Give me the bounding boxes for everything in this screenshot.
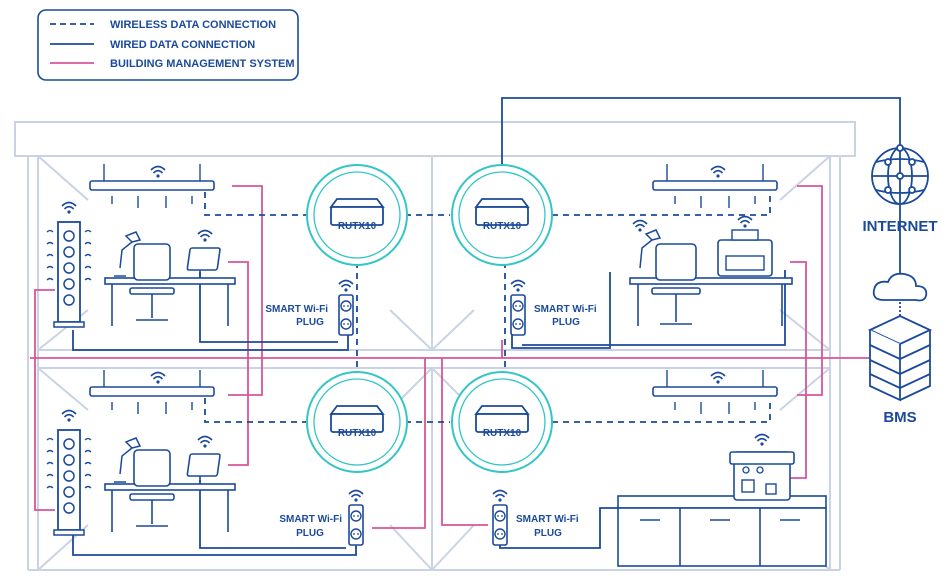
desk-bottom-left bbox=[104, 435, 236, 533]
bms-wiring bbox=[30, 185, 870, 529]
router-bottom-left: RUTX10 bbox=[306, 371, 408, 473]
plug-label-line2: PLUG bbox=[296, 317, 324, 328]
router-label: RUTX10 bbox=[483, 221, 522, 232]
desk-top-right bbox=[629, 215, 793, 326]
ceiling-lamp-top-left bbox=[89, 163, 215, 209]
coffee-machine bbox=[729, 433, 795, 501]
desk-top-left bbox=[104, 229, 236, 327]
internet-label: INTERNET bbox=[863, 218, 938, 235]
bms-server-icon bbox=[867, 272, 933, 402]
smart-plug-bottom-right: SMART Wi-Fi PLUG bbox=[492, 489, 579, 546]
router-top-left: RUTX10 bbox=[306, 164, 408, 266]
router-label: RUTX10 bbox=[338, 428, 377, 439]
air-tower-top bbox=[46, 201, 92, 328]
smart-plug-bottom-left: SMART Wi-Fi PLUG bbox=[279, 489, 364, 546]
internet-globe-icon bbox=[871, 144, 929, 205]
legend-wireless-label: WIRELESS DATA CONNECTION bbox=[110, 19, 276, 31]
plug-label-line1: SMART Wi-Fi bbox=[265, 304, 328, 315]
ceiling-lamp-top-right bbox=[652, 163, 778, 209]
legend: WIRELESS DATA CONNECTION WIRED DATA CONN… bbox=[37, 9, 299, 81]
kitchen-counter bbox=[617, 495, 827, 567]
plug-label-line2: PLUG bbox=[534, 528, 562, 539]
legend-bms-label: BUILDING MANAGEMENT SYSTEM bbox=[110, 58, 295, 70]
plug-label-line1: SMART Wi-Fi bbox=[516, 514, 579, 525]
wireless-connections bbox=[204, 192, 771, 423]
smart-plug-top-right: SMART Wi-Fi PLUG bbox=[510, 279, 597, 336]
router-top-right: RUTX10 bbox=[451, 164, 553, 266]
router-label: RUTX10 bbox=[483, 428, 522, 439]
plug-label-line2: PLUG bbox=[296, 528, 324, 539]
ceiling-lamp-bottom-right bbox=[652, 369, 778, 415]
air-tower-bottom bbox=[46, 409, 92, 536]
plug-label-line1: SMART Wi-Fi bbox=[534, 304, 597, 315]
plug-label-line1: SMART Wi-Fi bbox=[279, 514, 342, 525]
ceiling-lamp-bottom-left bbox=[89, 369, 215, 415]
plug-label-line2: PLUG bbox=[552, 317, 580, 328]
smart-plug-top-left: SMART Wi-Fi PLUG bbox=[265, 279, 354, 336]
legend-wired-label: WIRED DATA CONNECTION bbox=[110, 39, 255, 51]
router-label: RUTX10 bbox=[338, 221, 377, 232]
bms-label: BMS bbox=[883, 409, 916, 426]
router-bottom-right: RUTX10 bbox=[451, 371, 553, 473]
